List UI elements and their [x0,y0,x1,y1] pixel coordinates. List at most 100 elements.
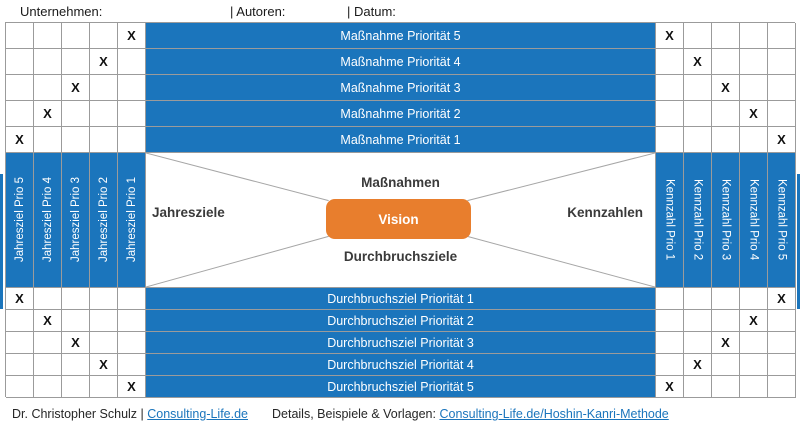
kennzahl-column: Kennzahl Prio 1 [656,153,684,288]
correlation-cell-right-c3 [712,310,740,332]
x-mark: X [693,54,702,69]
correlation-cell-right-c1: X [656,23,684,49]
kennzahl-column: Kennzahl Prio 3 [712,153,740,288]
correlation-cell-right-c1 [656,127,684,153]
vision-box: Vision [326,199,471,239]
middle-band-right-edge [797,174,800,309]
x-mark: X [43,106,52,121]
footer-author-link[interactable]: Consulting-Life.de [147,407,249,421]
x-mark: X [693,357,702,372]
x-mark: X [665,379,674,394]
correlation-cell-left-c2 [34,49,62,75]
x-mark: X [99,54,108,69]
correlation-cell-left-c2: X [34,310,62,332]
correlation-cell-left-c2 [34,288,62,310]
correlation-cell-right-c3 [712,288,740,310]
massnahme-priority-bar: Maßnahme Priorität 5 [146,23,656,49]
massnahme-priority-bar: Maßnahme Priorität 3 [146,75,656,101]
correlation-cell-left-c2 [34,376,62,398]
correlation-cell-left-c3 [62,288,90,310]
correlation-cell-right-c2 [684,23,712,49]
massnahme-priority-bar: Maßnahme Priorität 2 [146,101,656,127]
correlation-cell-left-c4 [90,101,118,127]
kennzahl-column-label: Kennzahl Prio 2 [691,179,704,261]
correlation-cell-left-c2 [34,332,62,354]
x-mark: X [127,379,136,394]
correlation-cell-left-c5 [118,288,146,310]
massnahme-priority-bar: Maßnahme Priorität 1 [146,127,656,153]
correlation-cell-right-c1 [656,75,684,101]
correlation-cell-left-c5: X [118,376,146,398]
footer-details: Details, Beispiele & Vorlagen: Consultin… [272,407,669,421]
quadrant-label-kennzahlen: Kennzahlen [567,205,643,220]
correlation-cell-left-c1 [6,376,34,398]
correlation-cell-left-c1 [6,23,34,49]
correlation-cell-left-c1 [6,310,34,332]
correlation-cell-right-c3 [712,127,740,153]
footer: Dr. Christopher Schulz | Consulting-Life… [0,404,800,426]
x-mark: X [15,291,24,306]
correlation-cell-right-c3 [712,376,740,398]
x-mark: X [777,291,786,306]
correlation-cell-right-c2: X [684,49,712,75]
middle-band-left-edge [0,174,3,309]
correlation-cell-right-c5 [768,310,796,332]
correlation-cell-left-c2 [34,354,62,376]
correlation-cell-right-c1: X [656,376,684,398]
correlation-cell-right-c1 [656,332,684,354]
correlation-cell-right-c4 [740,288,768,310]
kennzahl-column: Kennzahl Prio 5 [768,153,796,288]
correlation-cell-right-c3 [712,23,740,49]
correlation-cell-right-c1 [656,310,684,332]
kennzahl-column: Kennzahl Prio 4 [740,153,768,288]
jahresziel-column: Jahresziel Prio 1 [118,153,146,288]
date-label: | Datum: [347,4,396,19]
correlation-cell-left-c3 [62,310,90,332]
jahresziel-column-label: Jahresziel Prio 2 [97,177,110,263]
correlation-cell-right-c2: X [684,354,712,376]
jahresziel-column-label: Jahresziel Prio 1 [125,177,138,263]
correlation-cell-right-c5 [768,376,796,398]
correlation-cell-right-c4 [740,75,768,101]
x-mark: X [721,335,730,350]
x-mark: X [43,313,52,328]
correlation-cell-left-c1: X [6,127,34,153]
correlation-cell-left-c5 [118,310,146,332]
correlation-cell-right-c1 [656,49,684,75]
correlation-cell-left-c5 [118,101,146,127]
correlation-cell-left-c5: X [118,23,146,49]
diagonal-lines [146,153,655,287]
jahresziel-column: Jahresziel Prio 2 [90,153,118,288]
correlation-cell-left-c3 [62,101,90,127]
correlation-cell-right-c2 [684,127,712,153]
durchbruchsziel-priority-bar: Durchbruchsziel Priorität 4 [146,354,656,376]
x-mark: X [127,28,136,43]
x-mark: X [15,132,24,147]
correlation-cell-left-c2: X [34,101,62,127]
correlation-cell-left-c5 [118,354,146,376]
correlation-cell-left-c5 [118,75,146,101]
correlation-cell-right-c1 [656,288,684,310]
x-mark: X [721,80,730,95]
correlation-cell-right-c3: X [712,332,740,354]
authors-label: | Autoren: [230,4,286,19]
correlation-cell-left-c5 [118,127,146,153]
correlation-cell-left-c2 [34,127,62,153]
jahresziel-column-label: Jahresziel Prio 3 [69,177,82,263]
x-mark: X [71,80,80,95]
correlation-cell-left-c1: X [6,288,34,310]
x-mark: X [749,106,758,121]
correlation-cell-right-c5: X [768,127,796,153]
correlation-cell-right-c1 [656,101,684,127]
correlation-cell-right-c4 [740,127,768,153]
correlation-cell-left-c4 [90,127,118,153]
jahresziel-column: Jahresziel Prio 4 [34,153,62,288]
correlation-cell-right-c3 [712,354,740,376]
durchbruchsziel-priority-bar: Durchbruchsziel Priorität 5 [146,376,656,398]
footer-details-link[interactable]: Consulting-Life.de/Hoshin-Kanri-Methode [439,407,669,421]
correlation-cell-left-c3 [62,23,90,49]
correlation-cell-left-c4 [90,288,118,310]
x-diagram-center-cell: Maßnahmen Jahresziele Kennzahlen Durchbr… [146,153,656,288]
quadrant-label-massnahmen: Maßnahmen [361,175,440,190]
